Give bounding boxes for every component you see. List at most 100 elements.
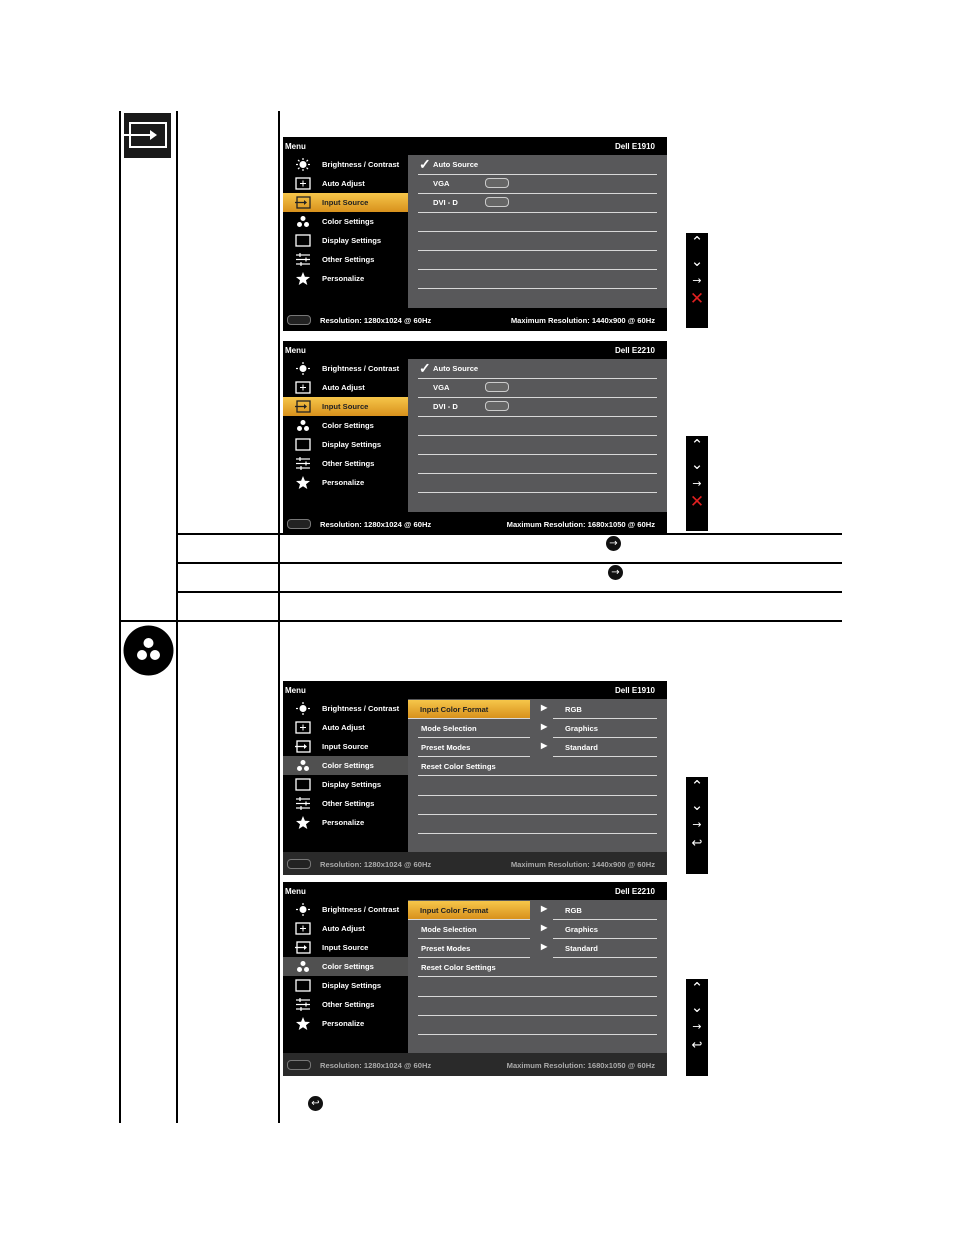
- option-reset-color-settings[interactable]: Reset Color Settings: [418, 958, 657, 977]
- option-preset-modes[interactable]: Preset Modes: [418, 939, 530, 958]
- menu-item-brightness-contrast[interactable]: Brightness / Contrast: [283, 699, 408, 718]
- menu-item-label: Auto Adjust: [322, 179, 365, 188]
- close-icon[interactable]: ✕: [689, 289, 705, 309]
- max-resolution: Maximum Resolution: 1440x900 @ 60Hz: [510, 316, 655, 325]
- menu-item-label: Color Settings: [322, 761, 374, 770]
- color-settings-icon: [123, 625, 174, 676]
- menu-item-label: Auto Adjust: [322, 723, 365, 732]
- option-dvi-d[interactable]: DVI - D: [418, 193, 657, 213]
- auto-adjust-icon: [295, 721, 311, 734]
- menu-item-label: Input Source: [322, 742, 369, 751]
- back-icon[interactable]: ↩: [691, 1038, 703, 1053]
- star-icon: [296, 816, 310, 829]
- menu-item-brightness-contrast[interactable]: Brightness / Contrast: [283, 155, 408, 174]
- arrow-right-icon[interactable]: →: [692, 1020, 702, 1033]
- value-standard: Standard: [553, 939, 657, 958]
- option-reset-color-settings[interactable]: Reset Color Settings: [418, 757, 657, 776]
- input-source-icon: [295, 196, 311, 209]
- option-input-color-format[interactable]: Input Color Format: [408, 700, 530, 719]
- option-vga[interactable]: VGA: [418, 378, 657, 398]
- menu-item-label: Input Source: [322, 402, 369, 411]
- menu-item-display-settings[interactable]: Display Settings: [283, 976, 408, 995]
- chevron-down-icon[interactable]: ⌄: [690, 455, 704, 473]
- max-resolution: Maximum Resolution: 1680x1050 @ 60Hz: [506, 520, 655, 529]
- arrow-right-icon[interactable]: →: [692, 274, 702, 287]
- menu-item-color-settings[interactable]: Color Settings: [283, 957, 408, 976]
- table-col-divider-1: [176, 111, 178, 1123]
- menu-item-display-settings[interactable]: Display Settings: [283, 231, 408, 250]
- menu-item-color-settings[interactable]: Color Settings: [283, 756, 408, 775]
- arrow-right-icon[interactable]: →: [692, 818, 702, 831]
- menu-item-personalize[interactable]: Personalize: [283, 473, 408, 492]
- monitor-button-bar: ⌃ ⌄ → ↩: [686, 777, 708, 874]
- monitor-button-bar: ⌃ ⌄ → ✕: [686, 436, 708, 531]
- menu-item-other-settings[interactable]: Other Settings: [283, 454, 408, 473]
- osd-submenu-panel: ✓ Auto Source VGA DVI - D: [408, 359, 667, 512]
- empty-row: [418, 231, 657, 251]
- menu-item-color-settings[interactable]: Color Settings: [283, 416, 408, 435]
- menu-item-label: Brightness / Contrast: [322, 704, 400, 713]
- menu-item-auto-adjust[interactable]: Auto Adjust: [283, 919, 408, 938]
- current-resolution: Resolution: 1280x1024 @ 60Hz: [320, 520, 432, 529]
- chevron-down-icon[interactable]: ⌄: [690, 252, 704, 270]
- menu-item-input-source[interactable]: Input Source: [283, 193, 408, 212]
- menu-item-label: Color Settings: [322, 217, 374, 226]
- chevron-up-icon[interactable]: ⌃: [690, 436, 704, 454]
- input-source-icon: [295, 941, 311, 954]
- menu-item-label: Other Settings: [322, 1000, 375, 1009]
- menu-item-auto-adjust[interactable]: Auto Adjust: [283, 378, 408, 397]
- chevron-down-icon[interactable]: ⌄: [690, 998, 704, 1016]
- option-preset-modes[interactable]: Preset Modes: [418, 738, 530, 757]
- color-settings-icon: [297, 420, 309, 431]
- checkmark-icon: ✓: [419, 360, 431, 376]
- menu-item-display-settings[interactable]: Display Settings: [283, 775, 408, 794]
- chevron-down-icon[interactable]: ⌄: [690, 796, 704, 814]
- menu-item-auto-adjust[interactable]: Auto Adjust: [283, 174, 408, 193]
- chevron-up-icon[interactable]: ⌃: [690, 777, 704, 795]
- menu-item-display-settings[interactable]: Display Settings: [283, 435, 408, 454]
- menu-item-personalize[interactable]: Personalize: [283, 813, 408, 832]
- other-settings-icon: [296, 253, 310, 266]
- table-col-divider-2: [278, 111, 280, 1123]
- enter-button-icon: →: [606, 536, 621, 551]
- menu-item-label: Display Settings: [322, 981, 382, 990]
- menu-item-color-settings[interactable]: Color Settings: [283, 212, 408, 231]
- current-resolution: Resolution: 1280x1024 @ 60Hz: [320, 1061, 432, 1070]
- option-mode-selection[interactable]: Mode Selection: [418, 719, 530, 738]
- chevron-up-icon[interactable]: ⌃: [690, 979, 704, 997]
- chevron-up-icon[interactable]: ⌃: [690, 233, 704, 251]
- menu-item-other-settings[interactable]: Other Settings: [283, 995, 408, 1014]
- osd-main-menu: Brightness / Contrast Auto Adjust Input …: [283, 900, 408, 1053]
- vga-connector-icon: [485, 382, 509, 392]
- monitor-button-bar: ⌃ ⌄ → ✕: [686, 233, 708, 328]
- option-auto-source[interactable]: ✓ Auto Source: [418, 155, 657, 175]
- menu-item-input-source[interactable]: Input Source: [283, 938, 408, 957]
- menu-item-other-settings[interactable]: Other Settings: [283, 794, 408, 813]
- enter-button-icon: →: [608, 565, 623, 580]
- menu-item-brightness-contrast[interactable]: Brightness / Contrast: [283, 359, 408, 378]
- menu-item-auto-adjust[interactable]: Auto Adjust: [283, 718, 408, 737]
- menu-item-input-source[interactable]: Input Source: [283, 397, 408, 416]
- auto-adjust-icon: [295, 177, 311, 190]
- osd-model: Dell E1910: [614, 686, 655, 695]
- menu-item-personalize[interactable]: Personalize: [283, 1014, 408, 1033]
- brightness-icon: [296, 903, 310, 916]
- option-vga[interactable]: VGA: [418, 174, 657, 194]
- menu-item-brightness-contrast[interactable]: Brightness / Contrast: [283, 900, 408, 919]
- back-icon[interactable]: ↩: [691, 836, 703, 851]
- other-settings-icon: [296, 998, 310, 1011]
- option-input-color-format[interactable]: Input Color Format: [408, 901, 530, 920]
- arrow-right-icon[interactable]: →: [692, 477, 702, 490]
- menu-item-other-settings[interactable]: Other Settings: [283, 250, 408, 269]
- brightness-icon: [296, 702, 310, 715]
- option-auto-source[interactable]: ✓ Auto Source: [418, 359, 657, 379]
- close-icon[interactable]: ✕: [689, 492, 705, 512]
- menu-item-label: Color Settings: [322, 962, 374, 971]
- option-mode-selection[interactable]: Mode Selection: [418, 920, 530, 939]
- option-dvi-d[interactable]: DVI - D: [418, 397, 657, 417]
- display-settings-icon: [295, 778, 311, 791]
- menu-item-input-source[interactable]: Input Source: [283, 737, 408, 756]
- menu-item-label: Other Settings: [322, 459, 375, 468]
- osd-title: Menu: [285, 142, 306, 151]
- menu-item-personalize[interactable]: Personalize: [283, 269, 408, 288]
